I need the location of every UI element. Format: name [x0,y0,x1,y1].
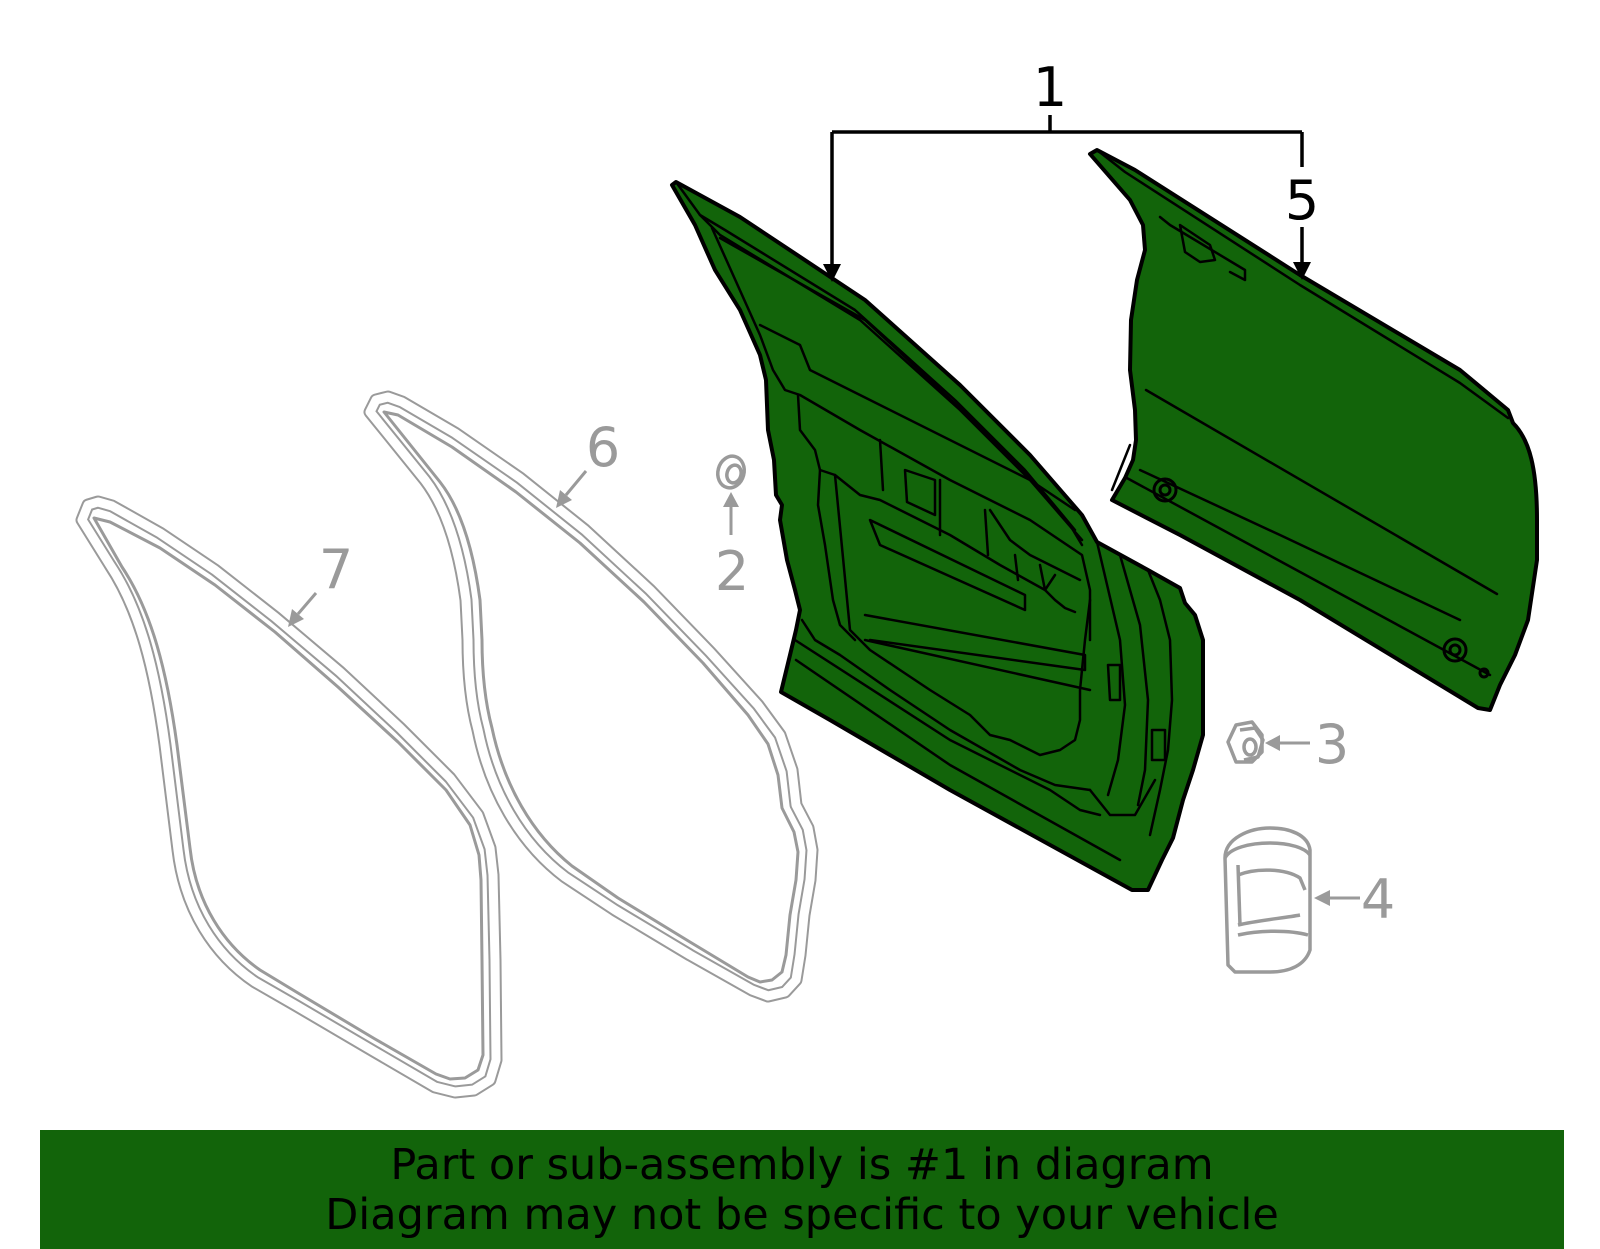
part-5-door-skin-outer[interactable] [1088,148,1539,712]
skin-hole-left-inner [1158,483,1172,497]
callout-2-leader [723,492,739,535]
part-6-weatherstrip[interactable] [363,390,819,1003]
callout-3-leader [1265,735,1310,751]
info-banner: Part or sub-assembly is #1 in diagram Di… [40,1130,1564,1249]
skin-hole-left [1152,477,1178,503]
callout-label-7: 7 [319,538,353,601]
part-1-door-shell-inner[interactable] [670,180,1205,892]
callout-4-leader [1314,890,1360,906]
callout-label-2: 2 [715,540,749,603]
banner-line-part-info: Part or sub-assembly is #1 in diagram [390,1139,1214,1190]
part-3-nut[interactable] [1226,720,1265,764]
callout-label-5: 5 [1285,169,1319,232]
callout-label-4: 4 [1361,868,1395,931]
skin-hole-right-inner [1448,643,1462,657]
callout-7-leader [288,592,318,627]
callout-6-leader [556,470,588,508]
part-7-weatherstrip[interactable] [75,495,503,1099]
part-2-grommet[interactable] [714,453,747,491]
banner-line-disclaimer: Diagram may not be specific to your vehi… [325,1189,1279,1240]
skin-hole-right [1442,637,1468,663]
callout-5-leader [1293,227,1311,280]
part-4-pad[interactable] [1223,826,1312,974]
callout-label-3: 3 [1315,713,1349,776]
callout-1-arrowhead [823,264,841,282]
callout-label-1: 1 [1033,56,1067,119]
callout-label-6: 6 [586,416,620,479]
callout-1-bracket [830,115,1304,268]
skin-hole-small [1478,667,1490,679]
